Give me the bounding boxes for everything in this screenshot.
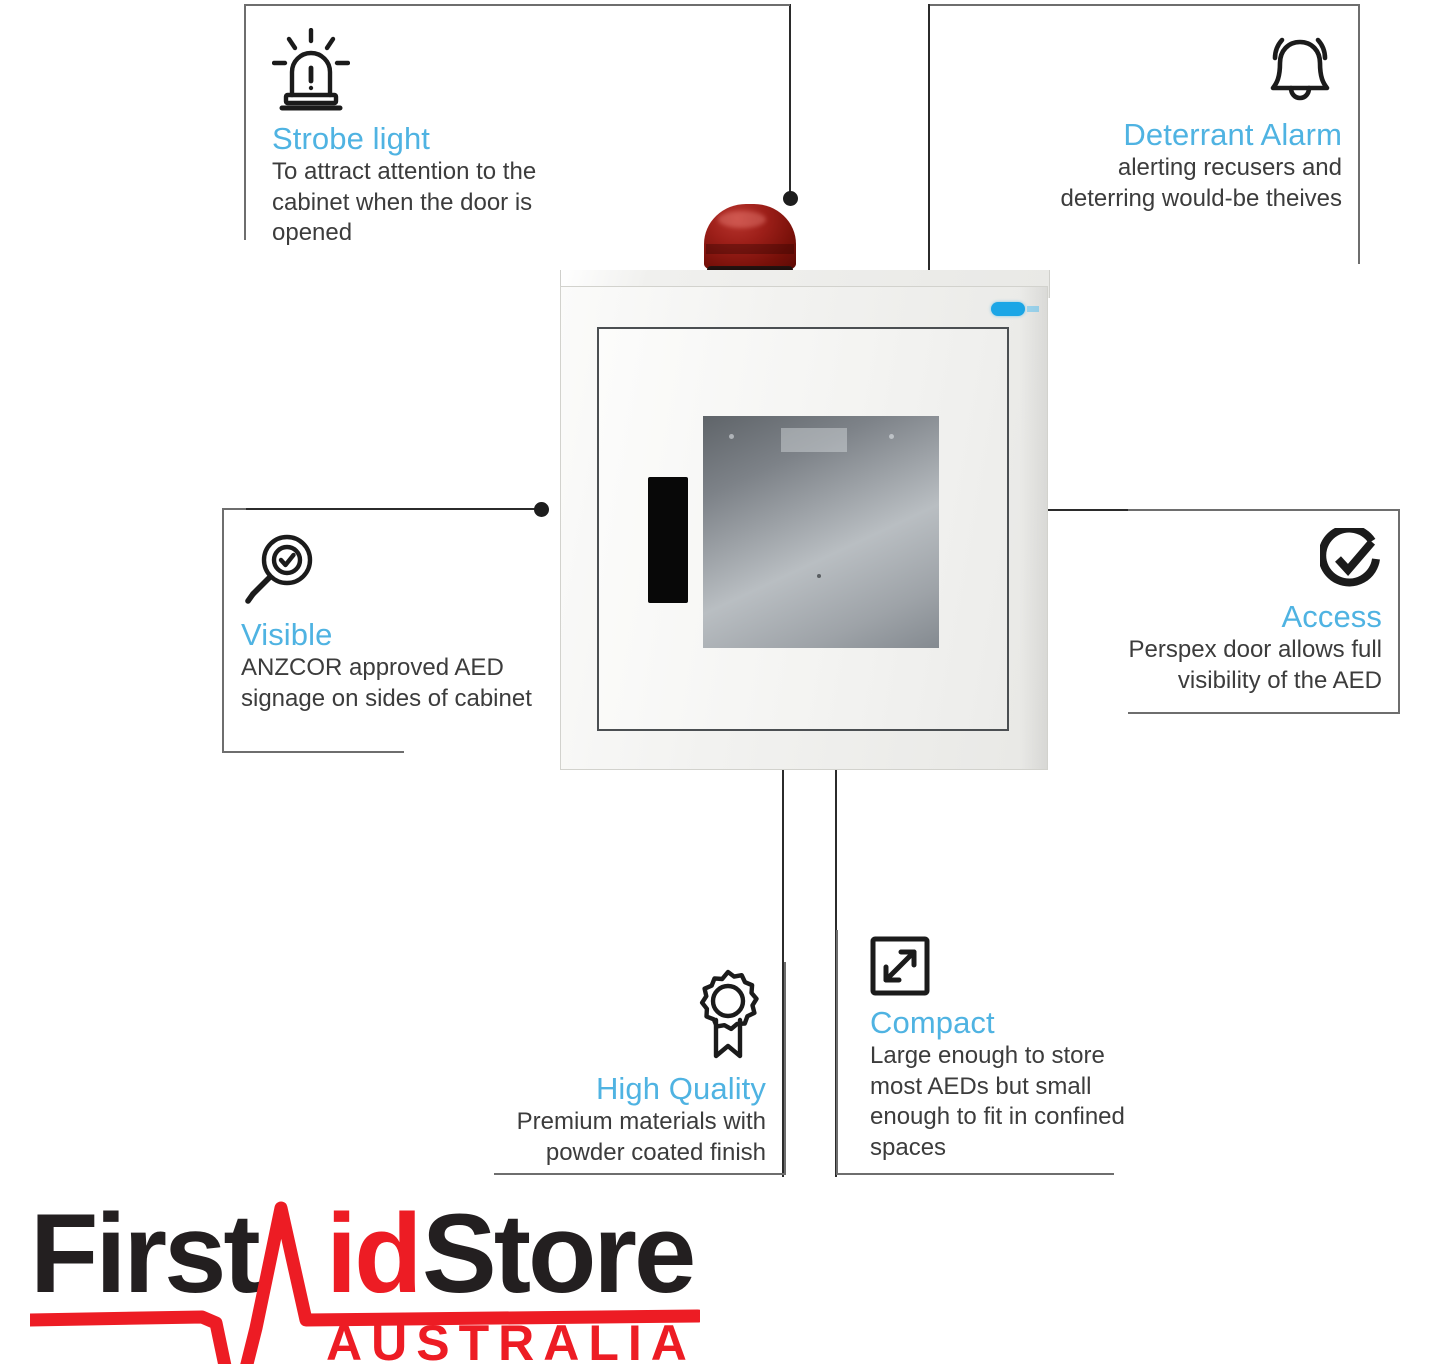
aed-viewing-window	[703, 416, 939, 648]
callout-deterrant-alarm: Deterrant Alarm alerting recusers and de…	[1040, 30, 1342, 214]
visible-card-bottom-rule	[222, 751, 404, 753]
compact-card-bottom-rule	[836, 1173, 1114, 1175]
leader-line-visible	[222, 508, 544, 510]
callout-title: Compact	[870, 1005, 995, 1040]
aed-side-signage	[648, 477, 688, 603]
callout-visible: Visible ANZCOR approved AED signage on s…	[241, 532, 541, 714]
strobe-light-card-top-rule	[244, 4, 790, 6]
check-circle-icon	[1110, 524, 1382, 595]
strobe-highlight	[718, 211, 766, 228]
cardiact-badge-icon	[991, 302, 1039, 316]
callout-access: Access Perspex door allows full visibili…	[1110, 524, 1382, 696]
leader-line-strobe-light	[789, 4, 791, 200]
leader-line-deterrant-alarm	[928, 4, 930, 324]
cabinet-side-shading	[1019, 287, 1047, 769]
high-quality-card-bottom-rule	[494, 1173, 786, 1175]
callout-title: Access	[1281, 599, 1382, 634]
leader-dot-strobe-light	[783, 191, 798, 206]
leader-line-high-quality	[782, 709, 784, 1177]
callout-high-quality: High Quality Premium materials with powd…	[478, 968, 766, 1168]
logo-word-australia: AUSTRALIA	[326, 1315, 696, 1364]
strobe-light-card-left-rule	[244, 4, 246, 240]
callout-body: Premium materials with powder coated fin…	[516, 1108, 766, 1166]
callout-strobe-light: Strobe light To attract attention to the…	[271, 27, 572, 249]
deterrant-alarm-card-top-rule	[930, 4, 1360, 6]
logo-word-first: First	[30, 1192, 259, 1316]
leader-dot-visible	[534, 502, 549, 517]
aed-cabinet-photo	[548, 190, 1060, 790]
bell-icon	[1040, 30, 1342, 113]
strobe-dome	[704, 204, 796, 270]
window-screw-left	[729, 434, 734, 439]
visible-card-top-rule	[222, 508, 246, 510]
brand-logo: First id Store AUSTRALIA	[30, 1192, 700, 1364]
callout-title: Strobe light	[272, 121, 431, 156]
callout-body: Perspex door allows full visibility of t…	[1128, 636, 1382, 694]
logo-word-id: id	[326, 1192, 420, 1316]
callout-body: Large enough to store most AEDs but smal…	[870, 1042, 1125, 1161]
access-card-top-rule	[1128, 509, 1400, 511]
access-card-bottom-rule	[1128, 712, 1400, 714]
perspex-door	[597, 327, 1009, 731]
compact-card-left-rule	[836, 930, 838, 1174]
cabinet-body	[560, 286, 1048, 770]
resize-arrows-icon	[870, 936, 1128, 1001]
callout-body: To attract attention to the cabinet when…	[272, 158, 537, 247]
aed-device-label	[781, 428, 847, 452]
logo-svg: First id Store AUSTRALIA	[30, 1192, 700, 1364]
callout-compact: Compact Large enough to store most AEDs …	[870, 936, 1128, 1163]
callout-title: Visible	[241, 617, 333, 652]
callout-body: ANZCOR approved AED signage on sides of …	[241, 654, 532, 712]
ecg-heartbeat-line	[30, 1201, 700, 1364]
strobe-light-icon	[271, 27, 572, 117]
magnifier-check-icon	[241, 532, 541, 613]
access-card-right-rule	[1398, 509, 1400, 714]
callout-title: High Quality	[595, 1071, 766, 1106]
logo-word-store: Store	[422, 1192, 693, 1316]
visible-card-left-rule	[222, 508, 224, 753]
deterrant-alarm-card-right-rule	[1358, 4, 1360, 264]
window-screw-right	[889, 434, 894, 439]
callout-title: Deterrant Alarm	[1123, 117, 1342, 152]
callout-body: alerting recusers and deterring would-be…	[1060, 154, 1343, 212]
high-quality-card-right-rule	[784, 962, 786, 1174]
aed-status-indicator	[817, 574, 821, 578]
award-ribbon-icon	[478, 968, 766, 1067]
strobe-band	[706, 244, 794, 254]
